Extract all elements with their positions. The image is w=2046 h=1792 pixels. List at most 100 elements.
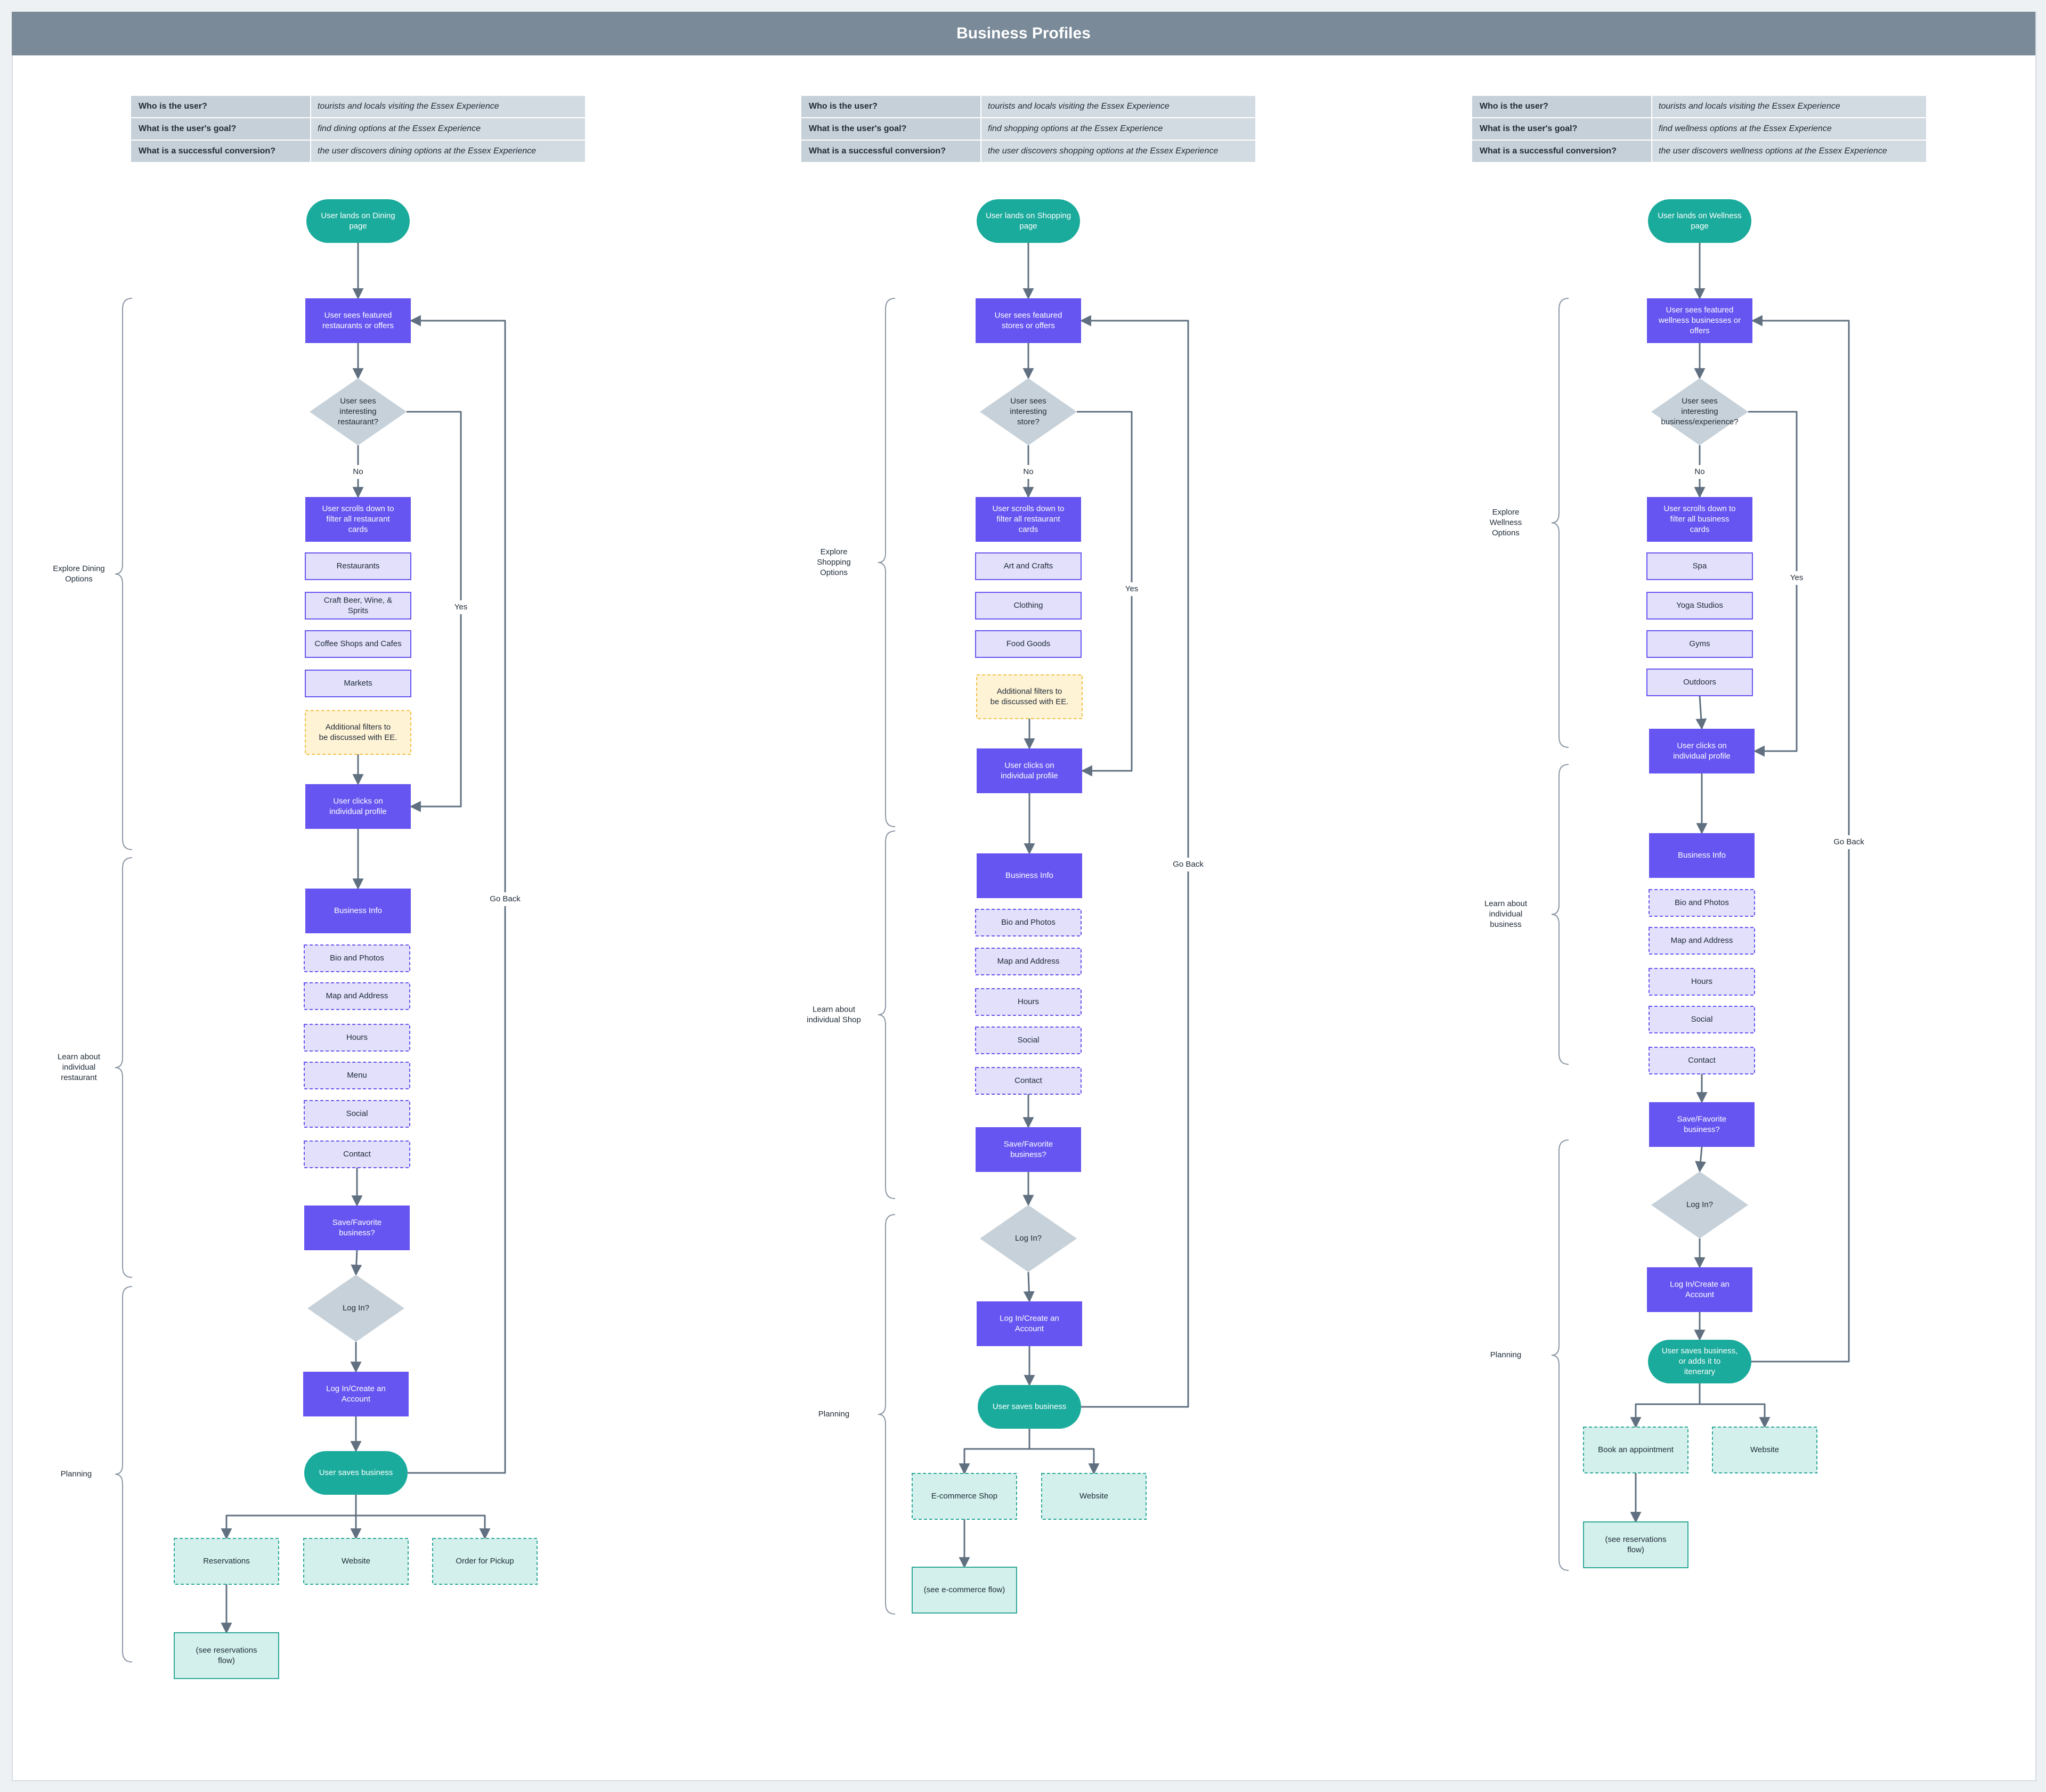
node-label: Bio and Photos xyxy=(1675,898,1729,907)
node-map-and-address[interactable]: Map and Address xyxy=(304,982,410,1010)
exit-shape xyxy=(432,1538,538,1585)
node-outdoors[interactable]: Outdoors xyxy=(1646,669,1753,696)
node-book-an-appointment[interactable]: Book an appointment xyxy=(1583,1427,1688,1473)
node-business-info[interactable]: Business Info xyxy=(977,853,1082,898)
node-clothing[interactable]: Clothing xyxy=(975,592,1082,620)
table-row-value: find wellness options at the Essex Exper… xyxy=(1659,124,1832,133)
edge-label-bg xyxy=(445,600,477,614)
branch-edge xyxy=(221,1495,357,1540)
table-row-label: What is a successful conversion? xyxy=(809,146,946,156)
node-spa[interactable]: Spa xyxy=(1646,552,1753,580)
node-reservations[interactable]: Reservations xyxy=(174,1538,279,1585)
section-brace xyxy=(878,1214,896,1615)
node-business-info[interactable]: Business Info xyxy=(1649,833,1755,878)
node-restaurants[interactable]: Restaurants xyxy=(305,552,411,580)
branch-edge xyxy=(1700,1403,1771,1429)
node-label: Spa xyxy=(1693,561,1707,571)
node-art-and-crafts[interactable]: Art and Crafts xyxy=(975,552,1082,580)
node-menu[interactable]: Menu xyxy=(304,1062,410,1089)
table-value-cell xyxy=(981,141,1255,162)
section-brace xyxy=(878,298,896,827)
node-social[interactable]: Social xyxy=(304,1100,410,1128)
node-log-in[interactable]: Log In? xyxy=(1651,1171,1748,1239)
node-label: Social xyxy=(1018,1036,1040,1045)
node-see-e-commerce-flow[interactable]: (see e-commerce flow) xyxy=(912,1567,1017,1614)
node-food-goods[interactable]: Food Goods xyxy=(975,630,1082,658)
node-website[interactable]: Website xyxy=(1712,1427,1817,1473)
node-business-info[interactable]: Business Info xyxy=(305,889,411,933)
option-shape xyxy=(975,909,1082,936)
section-label: Planning xyxy=(61,1469,92,1478)
node-log-in[interactable]: Log In? xyxy=(980,1205,1077,1272)
node-contact[interactable]: Contact xyxy=(1649,1047,1755,1074)
node-yoga-studios[interactable]: Yoga Studios xyxy=(1646,592,1753,620)
node-website[interactable]: Website xyxy=(1041,1473,1147,1520)
node-hours[interactable]: Hours xyxy=(1649,968,1755,996)
node-website[interactable]: Website xyxy=(303,1538,409,1585)
node-label: Website xyxy=(1079,1492,1108,1501)
node-markets[interactable]: Markets xyxy=(305,670,411,697)
node-contact[interactable]: Contact xyxy=(304,1141,410,1168)
terminal-shape xyxy=(1648,1340,1751,1383)
node-social[interactable]: Social xyxy=(975,1027,1082,1054)
node-gyms[interactable]: Gyms xyxy=(1646,630,1753,658)
node-log-in[interactable]: Log In? xyxy=(307,1275,404,1342)
exit-shape xyxy=(174,1538,279,1585)
node-craft-beer-wine-sprits[interactable]: Craft Beer, Wine, &Sprits xyxy=(305,592,411,620)
node-coffee-shops-and-cafes[interactable]: Coffee Shops and Cafes xyxy=(305,630,411,658)
node-social[interactable]: Social xyxy=(1649,1006,1755,1033)
node-map-and-address[interactable]: Map and Address xyxy=(1649,927,1755,955)
node-map-and-address[interactable]: Map and Address xyxy=(975,948,1082,975)
node-user-saves-business[interactable]: User saves business xyxy=(304,1451,408,1495)
node-e-commerce-shop[interactable]: E-commerce Shop xyxy=(912,1473,1017,1520)
table-row-value: tourists and locals visiting the Essex E… xyxy=(318,102,499,111)
filter-shape xyxy=(1646,592,1753,620)
ref-shape xyxy=(912,1567,1017,1614)
edge-label-yes: Yes xyxy=(1790,573,1803,582)
node-user-saves-business[interactable]: User saves business xyxy=(978,1385,1081,1429)
filter-shape xyxy=(305,670,411,697)
node-hours[interactable]: Hours xyxy=(304,1024,410,1052)
node-bio-and-photos[interactable]: Bio and Photos xyxy=(304,944,410,972)
node-label: Hours xyxy=(346,1033,368,1042)
node-hours[interactable]: Hours xyxy=(975,988,1082,1016)
node-bio-and-photos[interactable]: Bio and Photos xyxy=(975,909,1082,936)
section-brace xyxy=(1551,298,1569,748)
node-contact[interactable]: Contact xyxy=(975,1067,1082,1095)
node-order-for-pickup[interactable]: Order for Pickup xyxy=(432,1538,538,1585)
node-bio-and-photos[interactable]: Bio and Photos xyxy=(1649,889,1755,917)
